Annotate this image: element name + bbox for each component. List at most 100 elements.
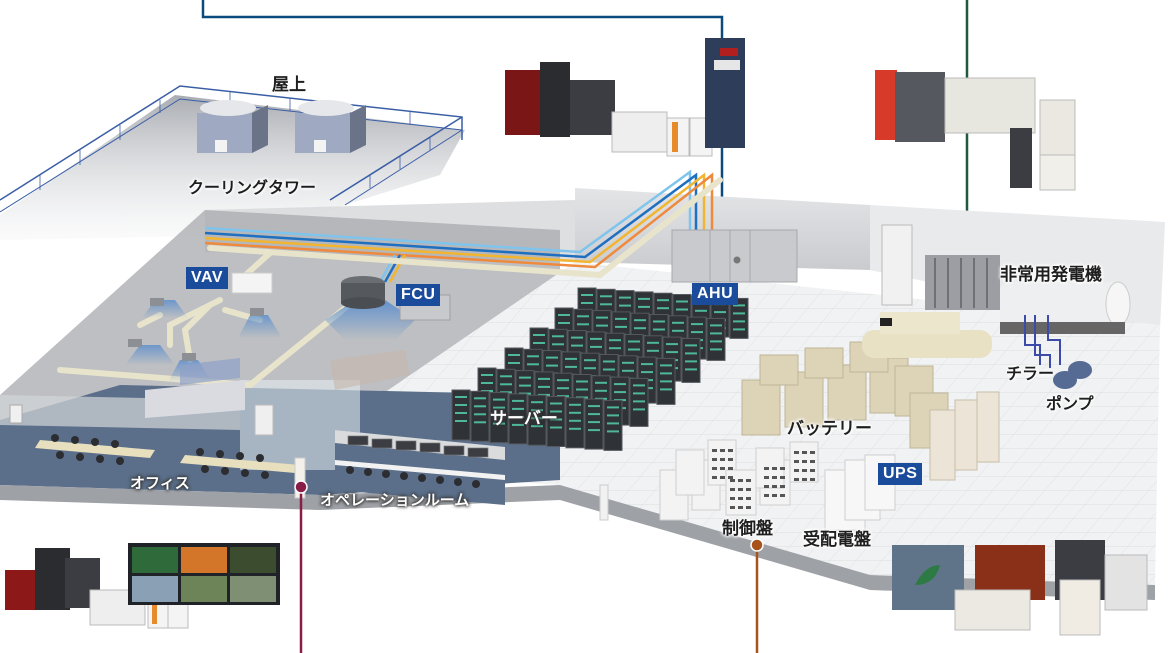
label-operation-room: オペレーションルーム	[320, 491, 470, 509]
rack-led	[638, 305, 650, 308]
rack-led	[657, 299, 669, 302]
rack-led	[481, 374, 493, 376]
server-rack	[546, 396, 566, 447]
rack-led	[714, 311, 726, 314]
meeting-table	[330, 350, 410, 390]
panel-indicator	[780, 467, 785, 470]
rack-led	[558, 322, 570, 324]
panel-indicator	[728, 476, 733, 479]
pumps	[1053, 361, 1092, 389]
rack-led	[500, 383, 512, 386]
rack-led	[455, 396, 467, 398]
rack-led	[633, 408, 645, 411]
rack-led	[609, 347, 621, 350]
rack-led	[493, 398, 505, 401]
panel-indicator	[772, 476, 777, 479]
panel-indicator	[802, 460, 807, 463]
vav-unit	[231, 272, 273, 294]
server-rack	[584, 398, 604, 450]
rack-led	[550, 418, 562, 421]
rack-led	[691, 331, 703, 334]
rack-led	[657, 307, 669, 310]
rack-led	[455, 420, 467, 422]
panel-indicator	[810, 478, 815, 481]
panel-indicator	[794, 460, 799, 463]
rack-led	[676, 300, 688, 303]
rack-led	[614, 391, 626, 394]
rack-led	[733, 304, 745, 307]
rack-led	[660, 388, 672, 391]
rack-led	[584, 367, 596, 370]
rooftop	[0, 85, 465, 240]
rack-led	[685, 368, 697, 371]
panel-indicator	[720, 467, 725, 470]
rack-led	[571, 336, 583, 339]
server-racks	[451, 287, 749, 451]
panel-indicator	[764, 476, 769, 479]
rack-led	[588, 413, 600, 416]
rack-led	[538, 385, 550, 388]
panel-indicator	[746, 488, 751, 491]
panel-indicator	[730, 497, 735, 500]
rack-led	[595, 381, 607, 384]
rack-led	[512, 423, 524, 426]
rack-led	[500, 375, 512, 378]
panel-indicator	[772, 485, 777, 488]
rack-led	[685, 352, 697, 355]
rack-led	[733, 312, 745, 315]
panel-indicator	[746, 479, 751, 482]
rack-led	[596, 316, 608, 319]
rack-led	[493, 414, 505, 417]
label-servers: サーバー	[490, 409, 558, 429]
rack-led	[619, 296, 631, 299]
panel-indicator	[720, 476, 725, 479]
server-rack	[451, 389, 471, 441]
rack-led	[569, 419, 581, 422]
ahu-unit	[671, 229, 798, 283]
rack-led	[550, 426, 562, 429]
rack-led	[577, 315, 589, 318]
rack-led	[474, 397, 486, 400]
rack-led	[493, 406, 505, 409]
rack-led	[531, 417, 543, 420]
rack-led	[628, 348, 640, 351]
door	[599, 484, 609, 521]
operation-room	[294, 430, 505, 505]
rack-led	[512, 407, 524, 410]
rack-led	[569, 427, 581, 430]
rack-led	[552, 335, 564, 338]
rack-led	[508, 362, 520, 364]
panel-indicator	[746, 506, 751, 509]
server-rack	[508, 393, 528, 445]
rack-led	[622, 361, 634, 364]
rack-led	[691, 323, 703, 326]
rack-led	[590, 337, 602, 340]
rack-led	[634, 327, 646, 330]
server-rack	[527, 394, 547, 446]
rack-led	[641, 363, 653, 366]
panel-indicator	[794, 478, 799, 481]
panel-indicator	[728, 458, 733, 461]
electrical-cabinets	[929, 391, 1000, 481]
panel-indicator	[738, 497, 743, 500]
rack-led	[600, 295, 612, 298]
rack-led	[531, 401, 543, 404]
rack-led	[512, 415, 524, 418]
label-control-panel: 制御盤	[722, 519, 773, 539]
rack-led	[552, 343, 564, 346]
label-battery: バッテリー	[787, 419, 872, 439]
rack-led	[581, 302, 593, 304]
panel-indicator	[712, 476, 717, 479]
rack-led	[550, 402, 562, 405]
panel-indicator	[772, 494, 777, 497]
rack-led	[531, 425, 543, 428]
rack-led	[474, 405, 486, 408]
control-panels	[659, 439, 819, 521]
panel-indicator	[810, 469, 815, 472]
label-emergency-generator: 非常用発電機	[1000, 265, 1102, 285]
panel-indicator	[802, 469, 807, 472]
badge-ups: UPS	[878, 463, 923, 485]
rack-led	[660, 372, 672, 375]
label-rooftop: 屋上	[272, 75, 306, 95]
